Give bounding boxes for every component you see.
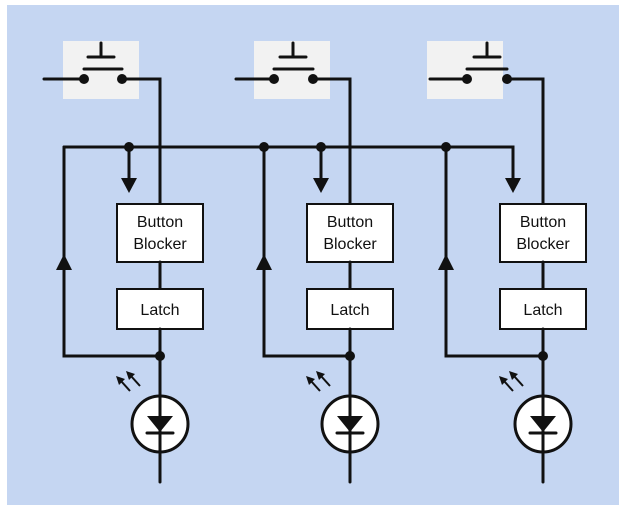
feedback-wire xyxy=(262,145,352,358)
blocker-label-line2: Blocker xyxy=(516,236,570,253)
button-blocker-box xyxy=(306,203,394,263)
blocker-label-line1: Button xyxy=(137,214,183,231)
channel-2: Button Blocker Latch xyxy=(234,41,394,484)
channel-3: Button Blocker Latch xyxy=(427,41,587,484)
arrowhead-icon xyxy=(256,254,272,270)
blocker-label-line1: Button xyxy=(327,214,373,231)
arrowhead-icon xyxy=(56,254,72,270)
light-emission-arrows-icon xyxy=(306,371,331,392)
latch-box xyxy=(306,288,394,330)
blocker-label-line2: Blocker xyxy=(323,236,377,253)
button-blocker-box xyxy=(116,203,204,263)
led-diode-icon xyxy=(513,394,573,454)
pushbutton-switch-icon xyxy=(42,41,139,99)
blocker-label-line1: Button xyxy=(520,214,566,231)
arrowhead-icon xyxy=(505,178,521,193)
led-diode-icon xyxy=(130,394,190,454)
channel-1: Button Blocker Latch xyxy=(42,41,204,484)
junction-dot xyxy=(155,351,165,361)
button-blocker-box xyxy=(499,203,587,263)
latch-box xyxy=(116,288,204,330)
switch-output-wire xyxy=(120,77,162,206)
pushbutton-switch-icon xyxy=(427,41,512,99)
switch-output-wire xyxy=(505,77,545,206)
pushbutton-switch-icon xyxy=(234,41,330,99)
light-emission-arrows-icon xyxy=(116,371,141,392)
arrowhead-icon xyxy=(438,254,454,270)
arrowhead-icon xyxy=(121,178,137,193)
junction-dot xyxy=(538,351,548,361)
light-emission-arrows-icon xyxy=(499,371,524,392)
blocker-label-line2: Blocker xyxy=(133,236,187,253)
led-diode-icon xyxy=(320,394,380,454)
junction-dot xyxy=(345,351,355,361)
latch-label: Latch xyxy=(523,302,562,319)
feedback-wire xyxy=(62,145,162,358)
arrowhead-icon xyxy=(313,178,329,193)
latch-box xyxy=(499,288,587,330)
feedback-wire xyxy=(444,145,545,358)
latch-label: Latch xyxy=(140,302,179,319)
latch-label: Latch xyxy=(330,302,369,319)
bus-drop-wire xyxy=(444,145,515,180)
switch-output-wire xyxy=(311,77,352,206)
